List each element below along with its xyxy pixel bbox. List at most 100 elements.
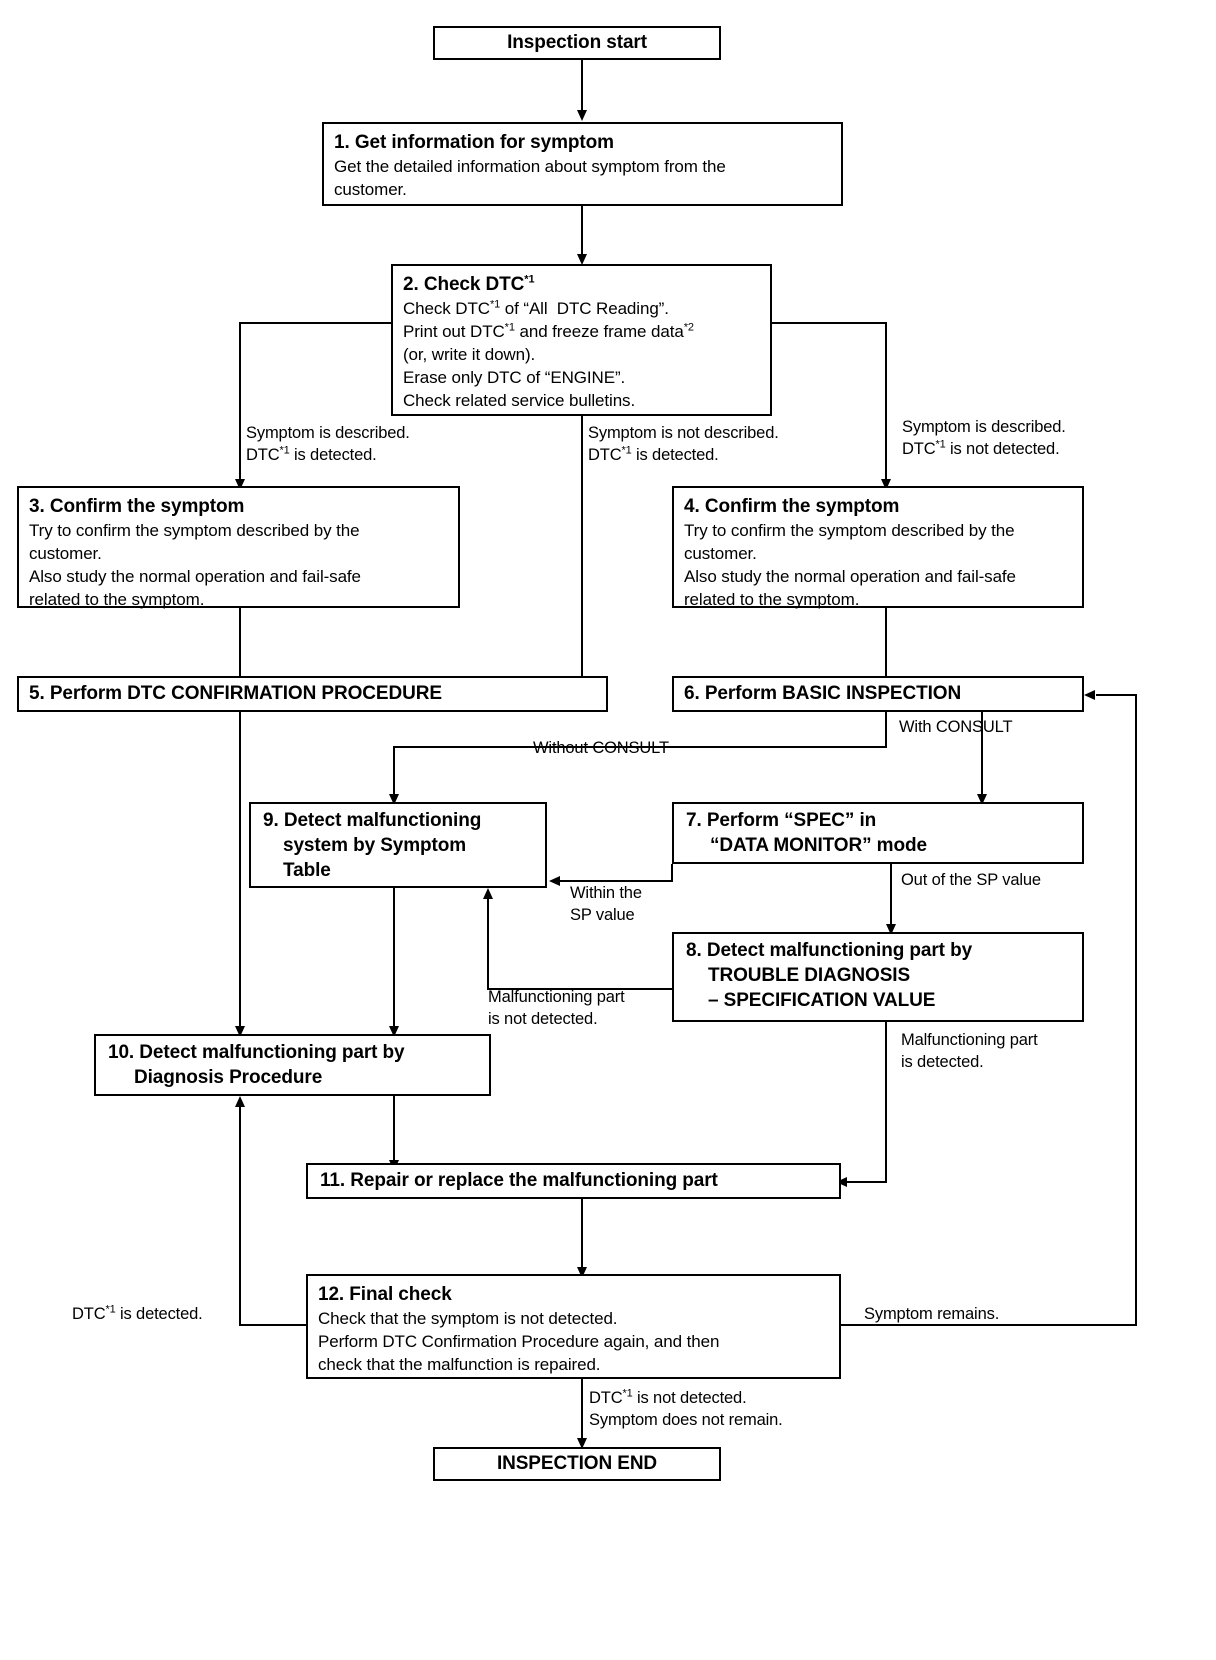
edge-label-malfunction-detected: Malfunctioning part is detected. — [901, 1029, 1038, 1073]
edge-label-malfunction-detected-line-2: is detected. — [901, 1053, 984, 1071]
edge-2-branch-left-v — [239, 322, 241, 487]
node-inspection-start: Inspection start — [433, 26, 721, 60]
node-step-9-title-line-1: 9. Detect malfunctioning — [263, 810, 482, 831]
arrowhead-without-consult-to-9 — [389, 794, 399, 805]
node-step-12-line-2: Perform DTC Confirmation Procedure again… — [318, 1332, 720, 1351]
arrowhead-7-to-9 — [549, 876, 560, 886]
arrowhead-6-to-7 — [977, 794, 987, 805]
arrowhead-2-to-3 — [235, 479, 245, 490]
edge-label-symptom-remains: Symptom remains. — [864, 1305, 1000, 1323]
node-step-5-title: 5. Perform DTC CONFIRMATION PROCEDURE — [29, 683, 442, 704]
node-step-10-title-line-1: 10. Detect malfunctioning part by — [108, 1042, 405, 1063]
edge-8-to-9-h — [487, 988, 673, 990]
arrowhead-12-to-6 — [1084, 690, 1095, 700]
edge-2-branch-left-h — [239, 322, 393, 324]
edge-8-to-9-v — [487, 896, 489, 990]
node-inspection-start-label: Inspection start — [507, 32, 647, 53]
node-step-1-line-1: Get the detailed information about sympt… — [334, 157, 726, 176]
node-step-4-line-1: Try to confirm the symptom described by … — [684, 521, 1015, 540]
node-step-2-line-1: Check DTC*1 of “All DTC Reading”. — [403, 298, 669, 318]
footnote-ref: *1 — [279, 444, 290, 457]
edge-label-final-line-1: DTC*1 is not detected. — [589, 1387, 747, 1407]
arrowhead-8-to-9 — [483, 888, 493, 899]
node-step-3: 3. Confirm the symptom Try to confirm th… — [17, 486, 460, 609]
arrowhead-7-to-8 — [886, 924, 896, 935]
arrowhead-11-to-12 — [577, 1267, 587, 1278]
edge-7-to-9-v — [671, 864, 673, 882]
node-step-2-line-4: Erase only DTC of “ENGINE”. — [403, 368, 626, 387]
footnote-ref: *1 — [105, 1303, 116, 1316]
node-step-3-line-1: Try to confirm the symptom described by … — [29, 521, 360, 540]
edge-5-to-10 — [239, 712, 241, 1034]
node-step-4-title: 4. Confirm the symptom — [684, 496, 900, 517]
edge-label-within-sp: Within the SP value — [570, 882, 642, 926]
node-step-5: 5. Perform DTC CONFIRMATION PROCEDURE — [17, 676, 608, 712]
edge-2-branch-mid-v — [581, 416, 583, 684]
node-step-4-line-4: related to the symptom. — [684, 590, 860, 609]
node-step-7-title-line-1: 7. Perform “SPEC” in — [686, 810, 877, 831]
footnote-ref: *1 — [621, 444, 632, 457]
edge-12-dtc-detected-h — [239, 1324, 308, 1326]
edge-label-within-sp-line-2: SP value — [570, 906, 635, 924]
edge-12-symptom-remains-h2 — [1096, 694, 1137, 696]
arrowhead-1-to-2 — [577, 254, 587, 265]
edge-label-final-line-2: Symptom does not remain. — [589, 1411, 783, 1429]
node-step-2: 2. Check DTC*1 Check DTC*1 of “All DTC R… — [391, 264, 772, 416]
node-step-8: 8. Detect malfunctioning part by TROUBLE… — [672, 932, 1084, 1022]
edge-label-malfunction-not-detected-line-1: Malfunctioning part — [488, 988, 625, 1006]
edge-8-to-11-v — [885, 1022, 887, 1182]
node-step-4-line-2: customer. — [684, 544, 757, 563]
arrowhead-12-to-10 — [235, 1096, 245, 1107]
footnote-ref-1c: *1 — [504, 321, 515, 334]
footnote-ref-2: *2 — [683, 321, 694, 334]
node-step-12-title: 12. Final check — [318, 1284, 452, 1305]
arrowhead-start-to-1 — [577, 110, 587, 121]
node-step-9: 9. Detect malfunctioning system by Sympt… — [249, 802, 547, 888]
edge-11-to-12 — [581, 1199, 583, 1275]
edge-6-without-consult-v1 — [885, 712, 887, 748]
node-step-7: 7. Perform “SPEC” in “DATA MONITOR” mode — [672, 802, 1084, 864]
node-step-10-title-line-2: Diagnosis Procedure — [134, 1067, 323, 1088]
node-inspection-end-label: INSPECTION END — [496, 1453, 658, 1474]
edge-label-malfunction-not-detected-line-2: is not detected. — [488, 1010, 598, 1028]
node-step-6-title: 6. Perform BASIC INSPECTION — [684, 683, 962, 704]
node-step-1: 1. Get information for symptom Get the d… — [322, 122, 843, 206]
edge-1-to-2 — [581, 206, 583, 260]
arrowhead-5-to-10 — [235, 1026, 245, 1037]
node-step-4: 4. Confirm the symptom Try to confirm th… — [672, 486, 1084, 609]
node-step-6: 6. Perform BASIC INSPECTION — [672, 676, 1084, 712]
node-step-3-line-3: Also study the normal operation and fail… — [29, 567, 361, 586]
node-step-7-title-line-2: “DATA MONITOR” mode — [710, 835, 927, 856]
footnote-ref-1b: *1 — [489, 298, 501, 311]
arrowhead-12-to-end — [577, 1438, 587, 1449]
edge-label-out-of-sp: Out of the SP value — [901, 871, 1041, 889]
edge-label-without-consult: Without CONSULT — [533, 739, 669, 757]
node-step-12-line-1: Check that the symptom is not detected. — [318, 1309, 618, 1328]
edge-4-to-6 — [885, 608, 887, 684]
node-step-8-title-line-2: TROUBLE DIAGNOSIS — [708, 965, 911, 986]
node-step-4-line-3: Also study the normal operation and fail… — [684, 567, 1016, 586]
node-step-8-title-line-3: – SPECIFICATION VALUE — [708, 990, 936, 1011]
node-step-3-title: 3. Confirm the symptom — [29, 496, 245, 517]
edge-label-branch-left-line-2: DTC*1 is detected. — [246, 444, 377, 464]
edge-label-branch-mid: Symptom is not described. DTC*1 is detec… — [588, 422, 779, 466]
edge-label-branch-right-line-1: Symptom is described. — [902, 418, 1066, 436]
arrowhead-8-to-11 — [836, 1177, 847, 1187]
edge-2-branch-right-h — [770, 322, 887, 324]
edge-label-malfunction-not-detected: Malfunctioning part is not detected. — [488, 986, 625, 1030]
edge-label-final: DTC*1 is not detected. Symptom does not … — [589, 1387, 783, 1431]
node-step-3-line-4: related to the symptom. — [29, 590, 205, 609]
node-step-3-line-2: customer. — [29, 544, 102, 563]
edge-2-branch-right-v — [885, 322, 887, 487]
arrowhead-9-to-10 — [389, 1026, 399, 1037]
node-step-2-line-2: Print out DTC*1 and freeze frame data*2 — [403, 321, 694, 341]
node-step-1-line-2: customer. — [334, 180, 407, 199]
edge-6-without-consult-h — [393, 746, 887, 748]
edge-7-to-8 — [890, 864, 892, 932]
node-step-1-title: 1. Get information for symptom — [334, 132, 614, 153]
edge-label-branch-right-line-2: DTC*1 is not detected. — [902, 438, 1060, 458]
edge-12-dtc-detected-v — [239, 1104, 241, 1326]
edge-label-branch-left: Symptom is described. DTC*1 is detected. — [246, 422, 410, 466]
node-step-8-title-line-1: 8. Detect malfunctioning part by — [686, 940, 973, 961]
